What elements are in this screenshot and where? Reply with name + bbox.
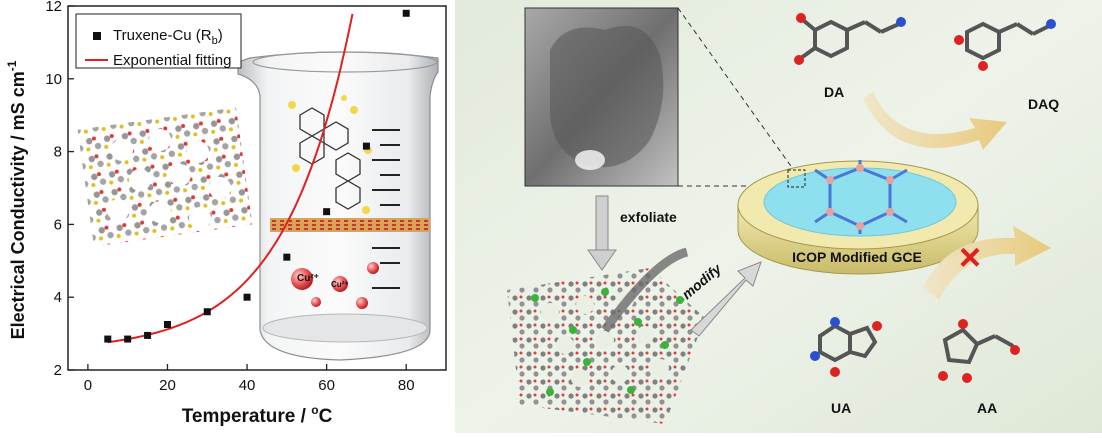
data-point — [104, 335, 112, 343]
y-tick-label: 2 — [54, 362, 62, 379]
framework-nodes — [826, 164, 894, 230]
x-tick-label: 60 — [318, 377, 335, 394]
y-tick-label: 4 — [54, 289, 62, 306]
data-points — [104, 9, 410, 343]
layered-framework-band — [270, 218, 430, 232]
legend-series2: Exponential fitting — [113, 52, 231, 69]
tem-image — [524, 7, 679, 187]
sulfonate-groups — [288, 95, 372, 214]
oxidation-arrow — [863, 92, 1007, 150]
legend-series1: Truxene-Cu (Rb) — [113, 27, 223, 47]
data-point — [243, 293, 251, 301]
conductivity-chart-panel: Cu²⁺ Cu²⁺ 0 20 40 60 80 2 4 6 8 10 12 — [0, 0, 455, 433]
data-point — [144, 331, 152, 339]
cu-ion-label-2: Cu²⁺ — [331, 280, 349, 289]
x-tick-label: 0 — [84, 377, 92, 394]
x-axis-ticks: 0 20 40 60 80 — [84, 364, 415, 394]
data-point — [203, 308, 211, 316]
x-tick-label: 20 — [159, 377, 176, 394]
aa-label: AA — [977, 400, 997, 416]
conductivity-chart: Cu²⁺ Cu²⁺ 0 20 40 60 80 2 4 6 8 10 12 — [5, 0, 447, 427]
framework-crystal-illustration — [77, 107, 253, 247]
exfoliated-nanosheet — [507, 247, 705, 424]
da-label: DA — [824, 84, 844, 100]
y-axis-ticks: 2 4 6 8 10 12 — [45, 0, 74, 379]
exfoliate-arrow — [587, 195, 617, 271]
daq-molecule — [954, 19, 1056, 71]
electrode-label: ICOP Modified GCE — [792, 249, 922, 265]
data-point — [283, 253, 291, 261]
legend-marker-square — [93, 32, 101, 40]
beaker-illustration: Cu²⁺ Cu²⁺ — [237, 51, 439, 361]
ua-label: UA — [831, 400, 851, 416]
legend: Truxene-Cu (Rb) Exponential fitting — [75, 13, 242, 69]
modify-arrow — [690, 261, 762, 337]
zoom-box — [787, 169, 806, 188]
x-axis-title: Temperature / oC — [182, 403, 333, 427]
sensing-scheme: exfoliate modify — [455, 0, 1102, 433]
y-tick-label: 6 — [54, 216, 62, 233]
y-tick-label: 10 — [45, 71, 62, 88]
y-tick-label: 8 — [54, 144, 62, 161]
blocked-cross: × — [959, 237, 981, 279]
exfoliate-label: exfoliate — [620, 209, 677, 225]
x-tick-label: 40 — [239, 377, 256, 394]
graduation-marks — [372, 129, 400, 289]
sensing-scheme-panel: exfoliate modify — [455, 0, 1102, 433]
blocked-arrow — [923, 226, 1051, 300]
copper-ions: Cu²⁺ Cu²⁺ — [291, 262, 379, 309]
x-tick-label: 80 — [398, 377, 415, 394]
aa-molecule — [938, 319, 1020, 383]
cu-ion-label-1: Cu²⁺ — [297, 273, 319, 284]
y-axis-title: Electrical Conductivity / mS cm-1 — [5, 60, 28, 339]
da-molecule — [794, 13, 906, 65]
modified-electrode — [737, 160, 979, 275]
zoom-line-top — [677, 7, 799, 177]
truxene-molecule — [299, 107, 361, 210]
data-point — [124, 335, 132, 343]
data-point — [323, 208, 331, 216]
daq-label: DAQ — [1028, 96, 1059, 112]
data-point — [402, 9, 410, 17]
ua-molecule — [810, 317, 882, 377]
data-point — [362, 142, 370, 150]
y-tick-label: 12 — [45, 0, 62, 15]
data-point — [163, 321, 171, 328]
